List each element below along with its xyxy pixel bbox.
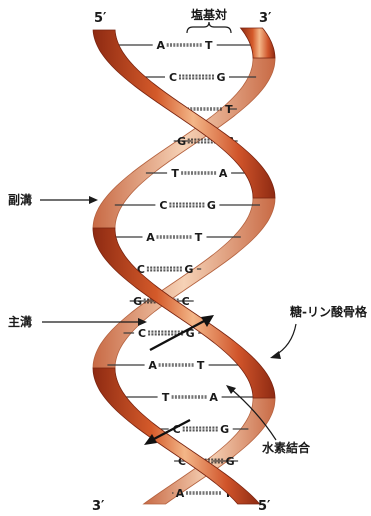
base-pair-13-right-base: G — [226, 455, 235, 468]
strand-a-segment-1 — [92, 197, 276, 369]
base-pair-13-left-base: C — [178, 455, 186, 468]
end-label-bottom-right: 5′ — [258, 499, 271, 514]
base-pair-3-left-base: G — [177, 135, 186, 148]
base-pair-0-left-base: A — [156, 39, 165, 52]
end-label-top-right: 3′ — [259, 11, 272, 26]
base-pair-11-right-base: A — [209, 391, 218, 404]
base-pair-4-left-base: T — [171, 167, 179, 180]
base-pair-5-right-base: G — [207, 199, 216, 212]
helix-back-strands — [92, 57, 276, 505]
helix-front-strands — [92, 27, 276, 505]
base-pair-9-left-base: C — [138, 327, 146, 340]
strand-direction-arrowhead-down — [144, 434, 157, 445]
base-pair-2-right-base: T — [225, 103, 233, 116]
base-pair-1-left-base: C — [169, 71, 177, 84]
base-pair-7-right-base: G — [184, 263, 193, 276]
backbone-label: 糖-リン酸骨格 — [290, 304, 368, 319]
base-pair-6-right-base: T — [195, 231, 203, 244]
base-pair-brace — [186, 21, 232, 34]
major-groove-arrowhead — [138, 318, 147, 326]
base-pair-1-right-base: G — [216, 71, 225, 84]
base-pair-label: 塩基対 — [191, 7, 227, 22]
strand-direction-arrowhead-up — [201, 315, 214, 327]
base-pair-10-right-base: T — [197, 359, 205, 372]
end-label-bottom-left: 3′ — [92, 499, 105, 514]
backbone-arrowhead — [270, 351, 281, 359]
base-pair-10-left-base: A — [148, 359, 157, 372]
minor-groove-label: 副溝 — [8, 192, 32, 207]
minor-groove-arrowhead — [89, 196, 98, 204]
hydrogen-bond-arrowhead — [226, 385, 236, 394]
strand-direction-arrow-down — [151, 418, 191, 442]
base-pair-12-left-base: C — [173, 423, 181, 436]
base-pair-6-left-base: A — [146, 231, 155, 244]
end-label-top-left: 5′ — [94, 11, 107, 26]
base-pair-12-right-base: G — [220, 423, 229, 436]
major-groove-label: 主溝 — [8, 314, 32, 329]
hydrogen-bond-arrow — [229, 387, 277, 441]
strand-direction-arrow-up — [149, 318, 207, 352]
base-pair-9-right-base: G — [186, 327, 195, 340]
base-pair-7-left-base: C — [137, 263, 145, 276]
base-pair-11-left-base: T — [162, 391, 170, 404]
strand-b-segment-2 — [92, 227, 276, 399]
hydrogen-bond-label: 水素結合 — [262, 440, 311, 455]
base-pair-14-left-base: A — [176, 487, 185, 500]
strand-b-segment-3 — [142, 397, 276, 505]
backbone-arrow — [273, 323, 297, 357]
base-pair-0-right-base: T — [205, 39, 213, 52]
base-pair-8-left-base: G — [133, 295, 142, 308]
strand-a-segment-2 — [92, 367, 261, 505]
base-pair-5-left-base: C — [159, 199, 167, 212]
strand-a-segment-0 — [92, 29, 276, 199]
base-pair-4-right-base: A — [219, 167, 228, 180]
strand-b-segment-0 — [239, 27, 276, 59]
base-pair-8-right-base: C — [182, 295, 190, 308]
